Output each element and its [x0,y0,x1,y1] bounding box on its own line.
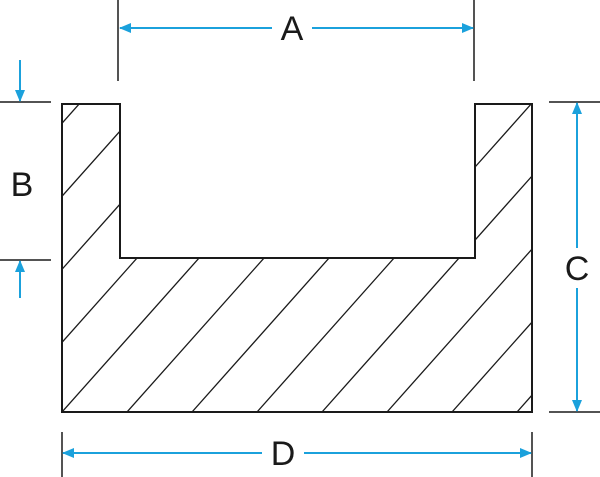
cross-hatching [62,104,532,412]
dimension-label-d: D [271,435,296,473]
u-channel-outline [61,103,533,413]
dimension-label-a: A [281,10,304,48]
dimension-label-c: C [565,250,590,288]
dimension-label-b: B [11,166,34,204]
